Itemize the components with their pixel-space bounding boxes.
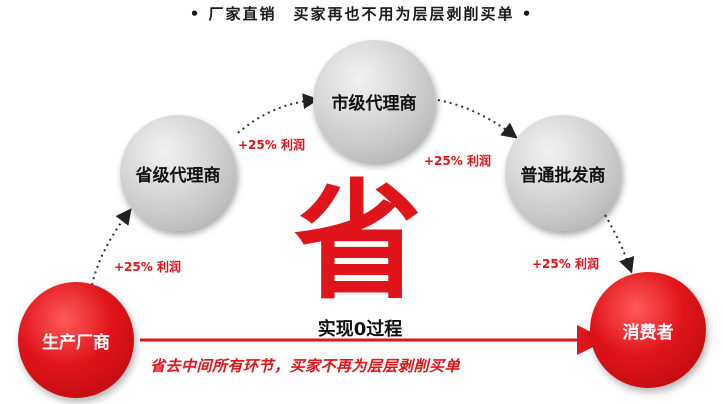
node-city-agent: 市级代理商 bbox=[313, 40, 435, 162]
node-consumer: 消费者 bbox=[590, 272, 706, 388]
node-wholesaler: 普通批发商 bbox=[505, 115, 621, 231]
arrow-city-to-wholesaler bbox=[437, 99, 518, 139]
arrow-wholesaler-to-consumer bbox=[604, 214, 635, 274]
arrow-provincial-to-city bbox=[237, 93, 319, 134]
profit-label: +25% 利润 bbox=[238, 138, 305, 152]
save-big-character: 省 bbox=[293, 167, 422, 317]
profit-label: +25% 利润 bbox=[532, 257, 599, 271]
zero-process-text: 实现0过程 bbox=[317, 319, 403, 340]
node-provincial-agent: 省级代理商 bbox=[120, 115, 236, 231]
profit-label: +25% 利润 bbox=[424, 154, 491, 168]
arrow-manufacturer-to-provincial bbox=[91, 208, 132, 286]
profit-label: +25% 利润 bbox=[114, 260, 181, 274]
header-title: • 厂家直销 买家再也不用为层层剥削买单 • bbox=[189, 5, 534, 23]
node-manufacturer: 生产厂商 bbox=[18, 282, 134, 398]
slogan-text: 省去中间所有环节，买家不再为层层剥削买单 bbox=[150, 357, 461, 375]
